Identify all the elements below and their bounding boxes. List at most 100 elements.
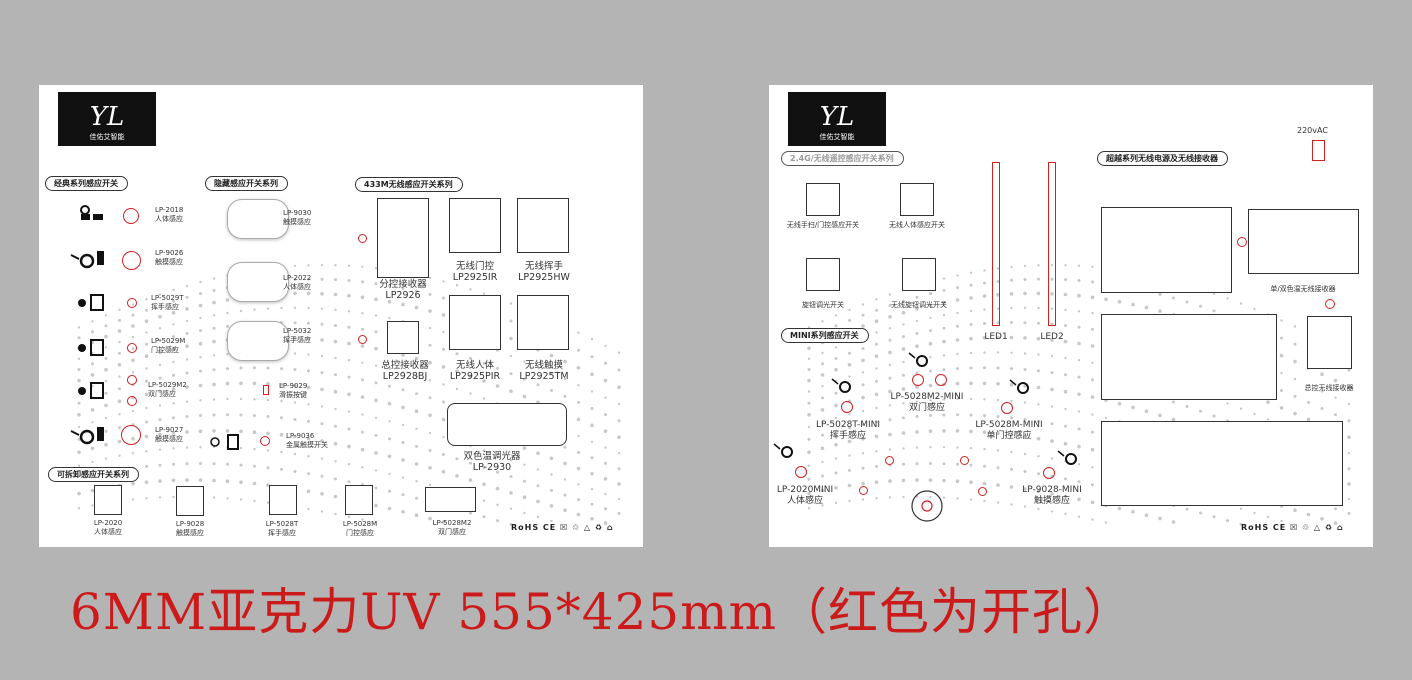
wave-dot — [91, 421, 94, 424]
wave-dot — [523, 511, 526, 515]
wave-dot — [617, 497, 621, 501]
wave-dot — [1334, 413, 1337, 417]
hole — [935, 374, 947, 386]
wave-dot — [563, 508, 567, 512]
wave-dot — [428, 448, 432, 452]
section-2-4g: 2.4G/无线遥控感应开关系列 — [781, 151, 904, 166]
wave-dot — [820, 488, 825, 493]
wave-dot — [320, 338, 324, 342]
wave-dot — [1023, 352, 1027, 355]
wave-dot — [185, 415, 189, 418]
wave-dot — [185, 319, 189, 323]
wave-dot — [901, 387, 906, 391]
wave-dot — [1185, 405, 1189, 408]
wave-dot — [77, 507, 81, 510]
wave-dot — [1023, 321, 1027, 325]
wave-dot — [915, 385, 919, 389]
wave-dot — [1077, 341, 1081, 346]
wave-dot — [982, 381, 987, 386]
wave-dot — [496, 454, 499, 457]
cutout-box — [900, 183, 934, 216]
wave-dot — [1347, 435, 1351, 440]
wave-dot — [875, 465, 878, 468]
wave-dot — [928, 341, 933, 346]
wave-dot — [239, 381, 243, 386]
wave-dot — [861, 498, 865, 501]
wave-dot — [361, 430, 364, 434]
wave-dot — [1037, 403, 1040, 406]
wave-dot — [306, 385, 311, 390]
wave-dot — [928, 303, 933, 308]
wave-dot — [482, 466, 486, 470]
wave-dot — [1023, 434, 1027, 439]
wave-dot — [956, 324, 959, 328]
wave-dot — [455, 352, 459, 356]
wave-dot — [996, 449, 1000, 452]
wave-dot — [875, 497, 878, 500]
hole — [1237, 237, 1247, 247]
wave-dot — [834, 442, 838, 447]
svg-text:YL: YL — [90, 102, 124, 132]
wave-dot — [590, 517, 594, 521]
wave-dot — [347, 427, 351, 431]
wave-dot — [118, 426, 121, 430]
wave-dot — [848, 351, 851, 355]
wave-dot — [1010, 351, 1013, 354]
wave-dot — [347, 310, 351, 313]
wave-dot — [821, 504, 824, 507]
wave-dot — [239, 397, 243, 401]
wave-dot — [91, 460, 94, 464]
wave-dot — [428, 466, 432, 470]
wave-dot — [266, 382, 270, 386]
wave-dot — [145, 497, 148, 500]
wave-dot — [901, 347, 906, 351]
wave-dot — [536, 484, 540, 488]
wave-dot — [172, 323, 175, 326]
wave-dot — [1077, 325, 1081, 329]
wave-dot — [374, 267, 378, 270]
wave-dot — [1050, 371, 1054, 375]
wave-dot — [158, 293, 162, 296]
wave-dot — [1144, 305, 1149, 310]
wave-dot — [1077, 392, 1081, 397]
wave-dot — [496, 470, 499, 474]
wave-dot — [117, 439, 122, 444]
wave-dot — [239, 413, 243, 417]
wave-dot — [942, 368, 946, 372]
wave-dot — [604, 344, 607, 348]
hole — [912, 374, 924, 386]
wave-dot — [1063, 389, 1068, 394]
wave-dot — [929, 414, 932, 417]
metal-touch-icon — [210, 433, 244, 457]
wave-dot — [1333, 378, 1338, 383]
wave-dot — [104, 457, 108, 460]
wave-dot — [199, 329, 202, 333]
touch-switch-icon — [69, 247, 109, 273]
wave-dot — [441, 417, 446, 422]
wave-dot — [1212, 309, 1216, 313]
wave-dot — [1212, 414, 1216, 418]
wave-dot — [388, 472, 391, 476]
door-switch-icon — [77, 336, 107, 362]
wave-dot — [144, 480, 149, 485]
wave-dot — [1050, 263, 1054, 267]
wave-dot — [902, 360, 905, 364]
wave-dot — [1158, 413, 1162, 418]
wave-dot — [929, 399, 932, 402]
wave-dot — [942, 429, 946, 433]
wave-dot — [361, 518, 364, 521]
wave-dot — [225, 298, 230, 302]
wave-dot — [482, 292, 486, 295]
wave-dot — [144, 434, 149, 439]
wave-dot — [1091, 327, 1094, 331]
cutout-box — [1101, 207, 1232, 293]
wave-dot — [807, 425, 811, 429]
wave-dot — [848, 426, 851, 430]
wave-dot — [996, 267, 1000, 270]
wave-dot — [901, 431, 906, 435]
wave-dot — [455, 369, 459, 374]
